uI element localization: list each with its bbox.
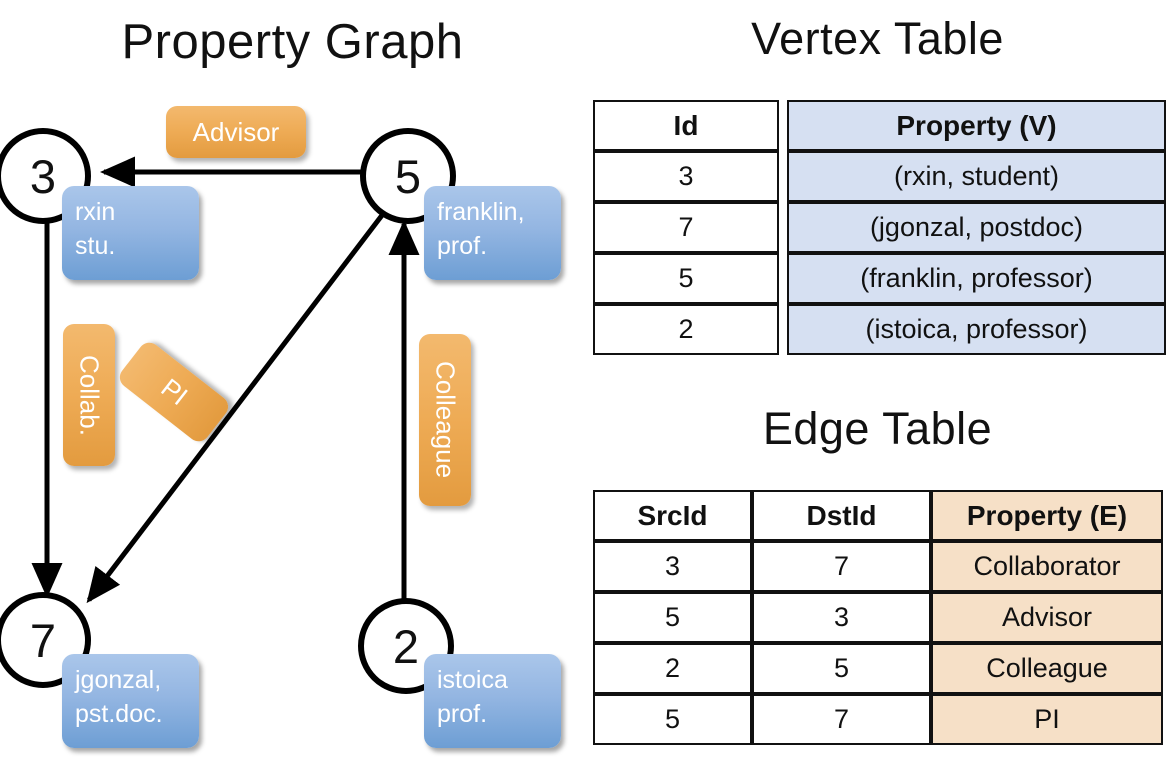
graph-edges-svg <box>31 156 420 604</box>
tables-panel: Vertex Table Id Property (V) 3 (rxin, st… <box>585 0 1170 760</box>
edge-label-colleague: Colleague <box>419 334 471 506</box>
edge-cell-dstid: 3 <box>752 592 931 643</box>
edge-label-collab: Collab. <box>63 324 115 466</box>
node-2-property-box: istoica prof. <box>424 654 561 748</box>
node-7-property-line-1: jgonzal, <box>75 666 162 694</box>
table-row[interactable]: 5 7 PI <box>593 694 1163 745</box>
vertex-table-column-gap <box>779 253 787 304</box>
edge-header-dstid: DstId <box>752 490 931 541</box>
node-3-property-line-1: rxin <box>75 198 116 226</box>
node-3-property-line-2: stu. <box>75 232 116 260</box>
node-7-property-box: jgonzal, pst.doc. <box>62 654 199 748</box>
vertex-cell-id: 7 <box>593 202 779 253</box>
vertex-header-property: Property (V) <box>787 100 1166 151</box>
vertex-table: Id Property (V) 3 (rxin, student) 7 (jgo… <box>593 100 1166 355</box>
edge-cell-dstid: 7 <box>752 694 931 745</box>
vertex-header-id: Id <box>593 100 779 151</box>
edge-cell-property: PI <box>931 694 1163 745</box>
vertex-table-column-gap <box>779 151 787 202</box>
edge-cell-property: Advisor <box>931 592 1163 643</box>
edge-table: SrcId DstId Property (E) 3 7 Collaborato… <box>593 490 1163 745</box>
vertex-cell-id: 2 <box>593 304 779 355</box>
vertex-cell-property: (istoica, professor) <box>787 304 1166 355</box>
node-3-property-box: rxin stu. <box>62 186 199 280</box>
table-row[interactable]: 3 (rxin, student) <box>593 151 1166 202</box>
edge-cell-srcid: 5 <box>593 694 752 745</box>
node-5-property-line-1: franklin, <box>437 198 525 226</box>
node-5-property-box: franklin, prof. <box>424 186 561 280</box>
vertex-table-title: Vertex Table <box>751 13 1004 64</box>
node-5-property-line-2: prof. <box>437 232 488 260</box>
graph-node-2[interactable]: 2 <box>358 598 454 694</box>
edge-table-title: Edge Table <box>762 403 993 454</box>
vertex-table-column-gap <box>779 202 787 253</box>
edge-cell-dstid: 7 <box>752 541 931 592</box>
table-row[interactable]: 2 (istoica, professor) <box>593 304 1166 355</box>
edge-label-advisor: Advisor <box>166 106 306 158</box>
table-row[interactable]: 5 3 Advisor <box>593 592 1163 643</box>
edge-cell-property: Collaborator <box>931 541 1163 592</box>
edge-header-property: Property (E) <box>931 490 1163 541</box>
node-2-property-line-2: prof. <box>437 700 488 728</box>
edge-label-advisor-text: Advisor <box>192 116 280 147</box>
vertex-cell-property: (franklin, professor) <box>787 253 1166 304</box>
edge-label-colleague-text: Colleague <box>430 361 461 479</box>
table-row[interactable]: 3 7 Collaborator <box>593 541 1163 592</box>
vertex-cell-id: 3 <box>593 151 779 202</box>
edge-cell-property: Colleague <box>931 643 1163 694</box>
vertex-cell-id: 5 <box>593 253 779 304</box>
vertex-table-column-gap <box>779 304 787 355</box>
node-2-property-line-1: istoica <box>437 666 508 694</box>
page-title-property-graph: Property Graph <box>121 15 464 69</box>
property-graph-panel: Property Graph 3 5 7 2 rxin stu. frankli… <box>0 15 561 748</box>
vertex-table-header-row: Id Property (V) <box>593 100 1166 151</box>
edge-header-srcid: SrcId <box>593 490 752 541</box>
vertex-table-column-gap <box>779 100 787 151</box>
edge-label-pi-text: PI <box>155 372 194 411</box>
edge-cell-srcid: 2 <box>593 643 752 694</box>
edge-label-collab-text: Collab. <box>74 354 105 436</box>
table-row[interactable]: 7 (jgonzal, postdoc) <box>593 202 1166 253</box>
edge-5-to-7-pi <box>86 208 388 604</box>
vertex-cell-property: (rxin, student) <box>787 151 1166 202</box>
edge-cell-srcid: 3 <box>593 541 752 592</box>
edge-cell-dstid: 5 <box>752 643 931 694</box>
node-7-property-line-2: pst.doc. <box>75 700 163 728</box>
vertex-cell-property: (jgonzal, postdoc) <box>787 202 1166 253</box>
table-row[interactable]: 5 (franklin, professor) <box>593 253 1166 304</box>
edge-cell-srcid: 5 <box>593 592 752 643</box>
edge-table-header-row: SrcId DstId Property (E) <box>593 490 1163 541</box>
table-row[interactable]: 2 5 Colleague <box>593 643 1163 694</box>
